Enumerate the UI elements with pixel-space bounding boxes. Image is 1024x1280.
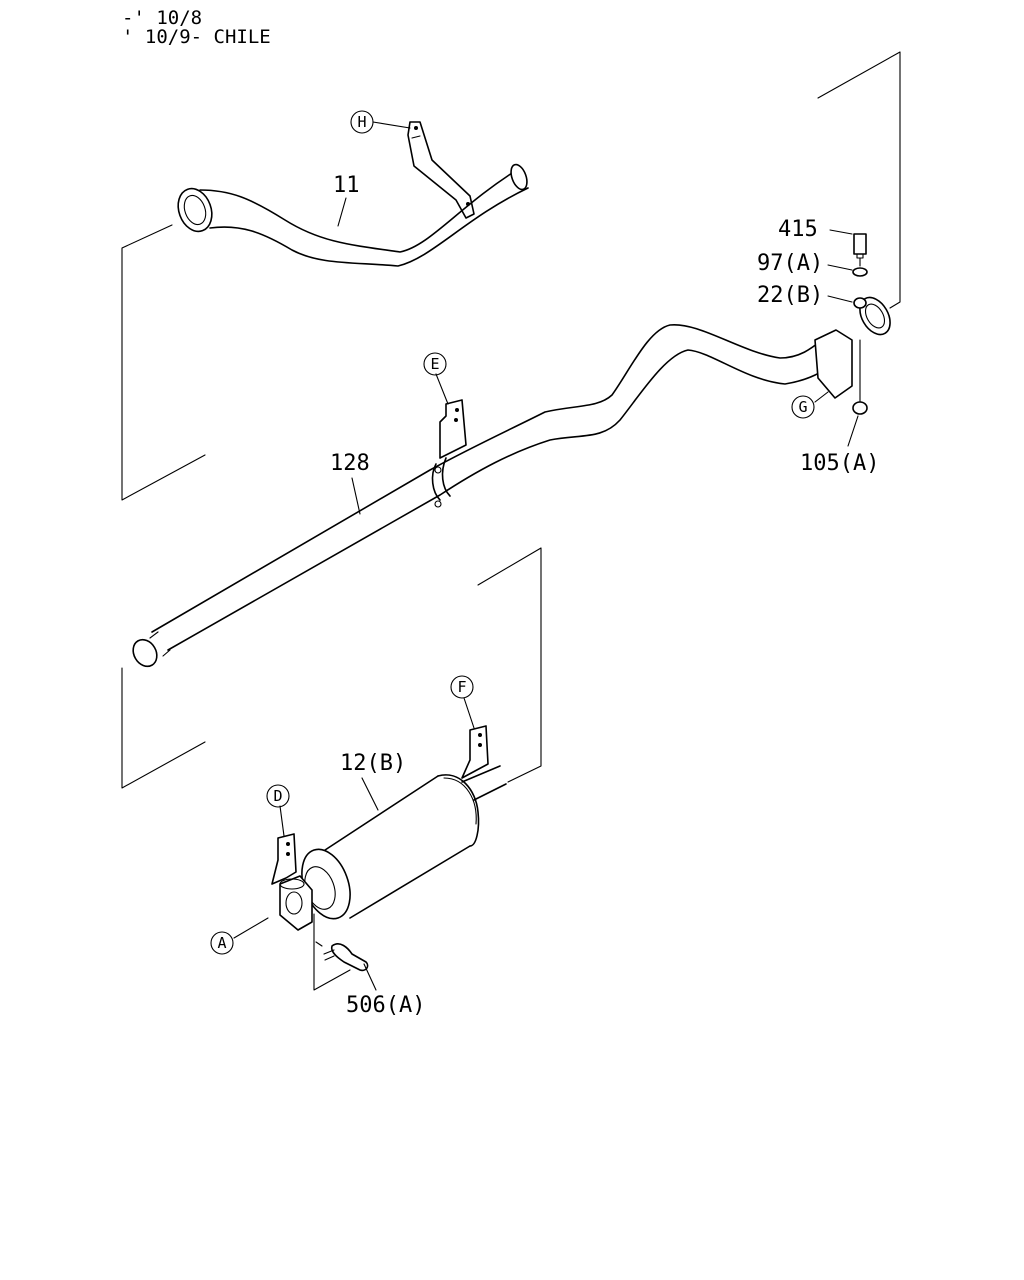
header-line-2: ' 10/9- CHILE	[122, 26, 271, 48]
ref-f-label: F	[457, 678, 466, 696]
connection-lines	[121, 51, 901, 991]
muffler-12b	[279, 765, 507, 931]
ref-circle-g	[791, 395, 815, 419]
ref-a-label: A	[217, 934, 226, 952]
callout-415: 415	[778, 217, 818, 242]
gasket-506a	[323, 943, 369, 972]
bracket-f	[461, 725, 489, 779]
ref-circle-a	[210, 931, 234, 955]
ref-g-label: G	[798, 398, 807, 416]
ref-circle-d	[266, 784, 290, 808]
callout-11: 11	[333, 173, 360, 198]
bracket-d	[271, 833, 305, 890]
bracket-e	[439, 399, 467, 459]
ref-h-label: H	[357, 113, 366, 131]
ref-d-label: D	[273, 787, 282, 805]
clamp-assembly	[852, 233, 891, 415]
ref-circle-h	[350, 110, 374, 134]
ref-circle-e	[423, 352, 447, 376]
callout-506a: 506(A)	[346, 993, 425, 1018]
callout-12b: 12(B)	[340, 751, 406, 776]
callout-128: 128	[330, 451, 370, 476]
clamp-e	[431, 457, 451, 508]
bracket-h	[407, 121, 475, 219]
main-pipe-128	[132, 324, 853, 668]
front-pipe-11	[177, 163, 529, 267]
callout-105a: 105(A)	[800, 451, 879, 476]
ref-circle-f	[450, 675, 474, 699]
ref-e-label: E	[430, 355, 439, 373]
callout-22b: 22(B)	[757, 283, 823, 308]
header-line-1: -' 10/8	[122, 7, 202, 29]
callout-97a: 97(A)	[757, 251, 823, 276]
